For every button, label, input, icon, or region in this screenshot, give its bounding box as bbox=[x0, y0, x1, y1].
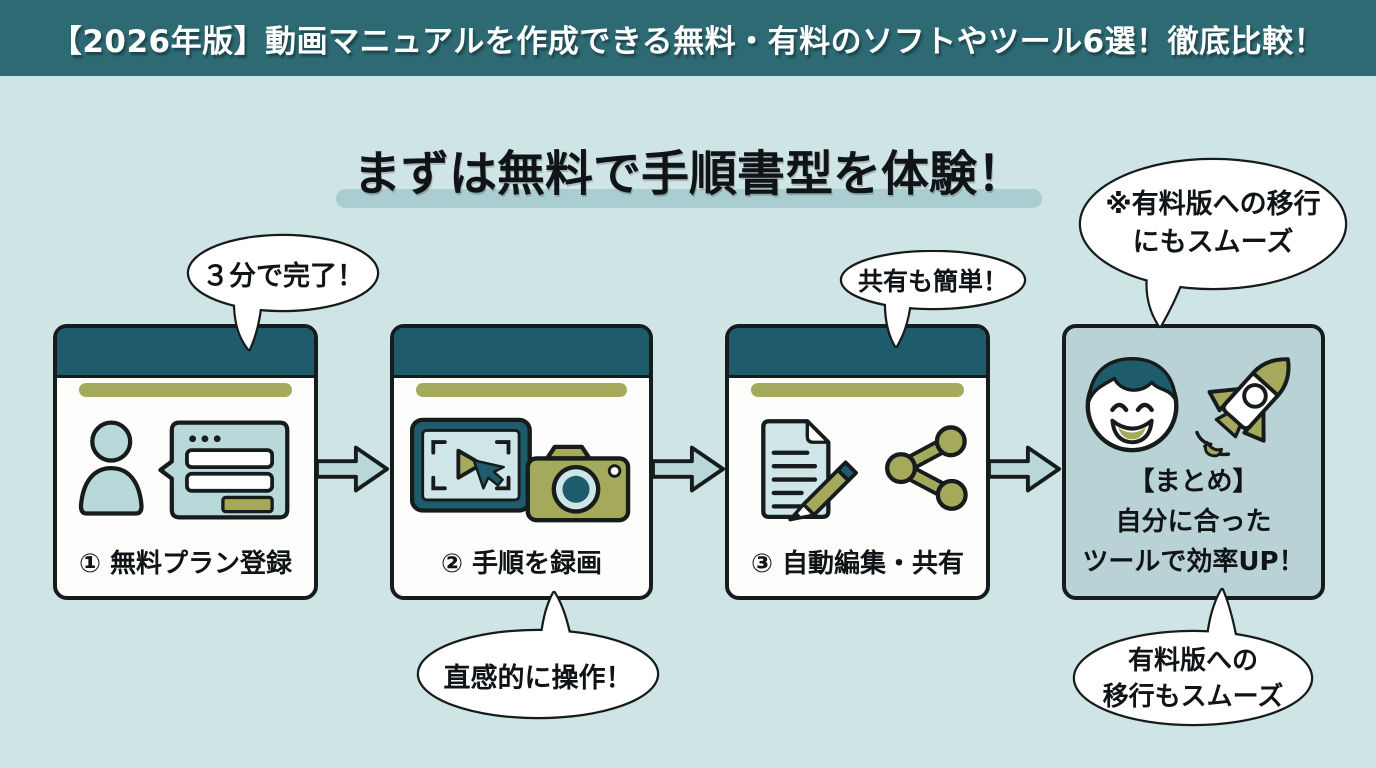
card-3-header-bar bbox=[729, 328, 986, 378]
smiling-boy-face-icon bbox=[1085, 357, 1179, 453]
card-3-toolbar-pill bbox=[751, 383, 964, 397]
bubble-step-2-text: 直感的に操作！ bbox=[443, 662, 633, 694]
bubble-step-1-text: ３分で完了！ bbox=[202, 260, 364, 292]
summary-line-1: 【まとめ】 bbox=[1128, 467, 1259, 497]
bubble-summary-bottom: 有料版への 移行もスムーズ bbox=[1070, 582, 1316, 728]
user-silhouette-icon bbox=[78, 420, 144, 516]
form-dialog-icon bbox=[157, 420, 289, 520]
title-highlight-bar bbox=[336, 189, 1042, 208]
screen-recording-icon bbox=[409, 417, 630, 523]
edit-share-icon bbox=[760, 419, 968, 522]
camera-icon bbox=[525, 444, 630, 523]
screen-capture-tablet-icon bbox=[409, 417, 532, 513]
bubble-step-3: 共有も簡単！ bbox=[838, 250, 1028, 350]
card-1-toolbar-pill bbox=[79, 383, 292, 397]
banner-title: 【2026年版】動画マニュアルを作成できる無料・有料のソフトやツール6選！徹底比… bbox=[50, 23, 1326, 60]
cursor-icon bbox=[472, 459, 505, 490]
arrow-right-icon bbox=[987, 439, 1061, 499]
summary-card: 【まとめ】 自分に合った ツールで効率UP！ bbox=[1062, 324, 1325, 600]
header-banner: 【2026年版】動画マニュアルを作成できる無料・有料のソフトやツール6選！徹底比… bbox=[0, 0, 1376, 76]
step-card-2: ② 手順を録画 bbox=[390, 324, 653, 600]
rocket-icon bbox=[1194, 357, 1290, 458]
main-title: まずは無料で手順書型を体験！ bbox=[352, 146, 1025, 202]
step-1-label: ① 無料プラン登録 bbox=[78, 549, 293, 579]
signup-form-icon bbox=[78, 420, 289, 520]
step-3-label: ③ 自動編集・共有 bbox=[750, 549, 965, 579]
pencil-icon bbox=[787, 460, 858, 522]
bubble-summary-top: ※有料版への移行 にもスムーズ bbox=[1076, 156, 1350, 331]
card-1-header-bar bbox=[57, 328, 314, 378]
card-2-toolbar-pill bbox=[416, 383, 627, 397]
summary-line-3: ツールで効率UP！ bbox=[1082, 547, 1305, 577]
summary-icons bbox=[1085, 357, 1290, 458]
arrow-right-icon bbox=[315, 439, 390, 499]
arrow-right-icon bbox=[651, 439, 725, 499]
share-icon bbox=[884, 425, 968, 511]
summary-line-2: 自分に合った bbox=[1115, 507, 1272, 537]
step-2-label: ② 手順を録画 bbox=[440, 549, 603, 579]
step-card-1: ① 無料プラン登録 bbox=[53, 324, 318, 600]
step-card-3: ③ 自動編集・共有 bbox=[725, 324, 990, 600]
bubble-summary-top-text: ※有料版への移行 にもスムーズ bbox=[1105, 189, 1321, 258]
document-icon bbox=[760, 419, 830, 520]
bubble-step-3-text: 共有も簡単！ bbox=[857, 267, 1008, 296]
bubble-step-2: 直感的に操作！ bbox=[414, 588, 662, 720]
bubble-summary-bottom-text: 有料版への 移行もスムーズ bbox=[1102, 646, 1284, 712]
card-2-header-bar bbox=[394, 328, 649, 378]
bubble-step-1: ３分で完了！ bbox=[185, 233, 381, 353]
